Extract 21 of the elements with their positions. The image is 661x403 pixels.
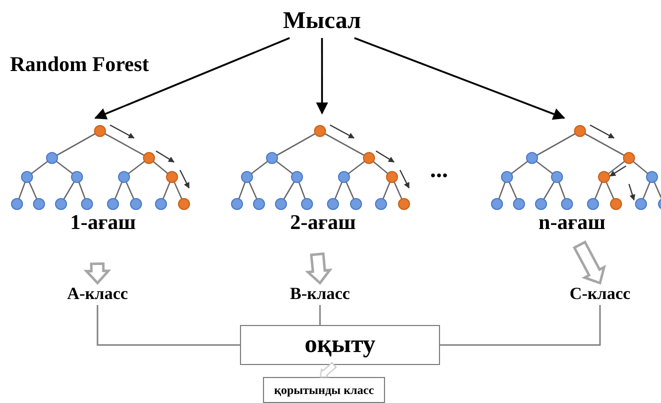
connector-line	[440, 305, 601, 346]
block-arrow	[304, 252, 333, 285]
input-label: Мысал	[282, 8, 361, 34]
block-arrow	[320, 362, 337, 378]
block-arrow	[84, 262, 112, 285]
process-box: оқыту	[240, 325, 440, 365]
connector-line	[319, 305, 321, 325]
class-label: В-класс	[290, 284, 350, 304]
class-label: С-класс	[570, 284, 630, 304]
arrow	[354, 37, 566, 120]
result-box: қорытынды класс	[263, 377, 385, 403]
title: Random Forest	[10, 52, 150, 77]
arrow	[316, 38, 328, 114]
arrow	[94, 37, 290, 120]
block-arrow	[572, 240, 606, 285]
class-label: А-класс	[67, 284, 128, 304]
tree-label: 1-ағаш	[70, 210, 136, 234]
ellipsis-label: ...	[430, 158, 448, 182]
connector-line	[96, 305, 240, 346]
tree-label: 2-ағаш	[290, 210, 356, 234]
tree-label: n-ағаш	[538, 210, 606, 234]
